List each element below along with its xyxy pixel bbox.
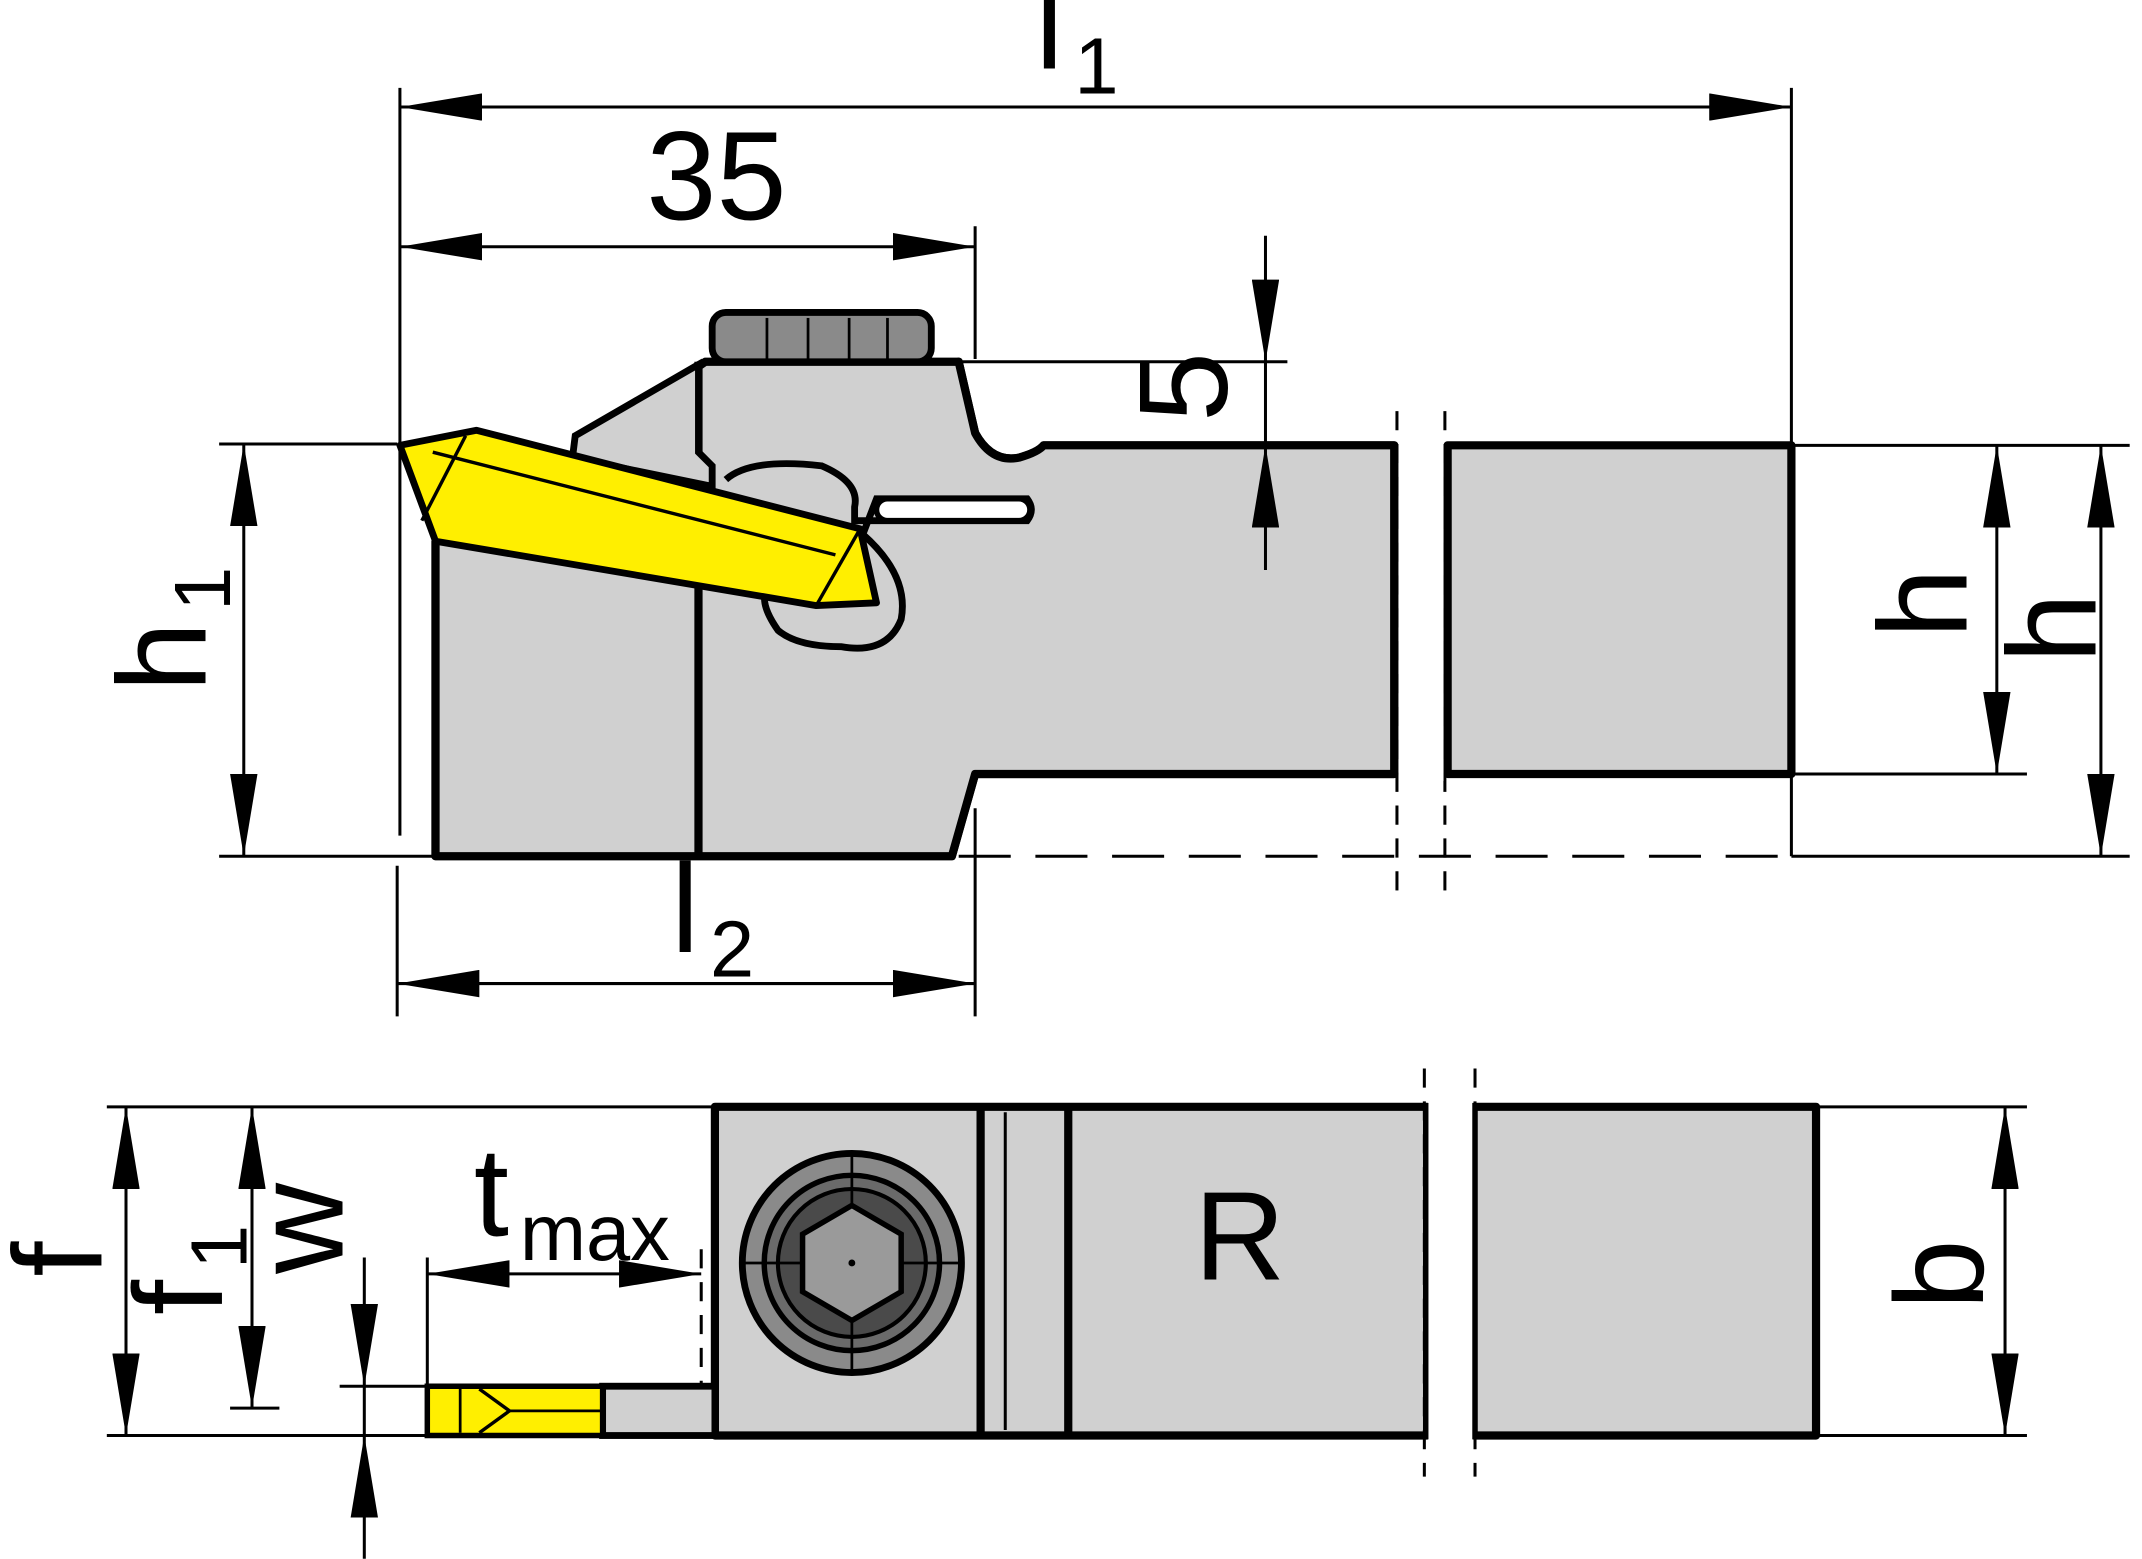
label-f: f xyxy=(0,1241,128,1277)
holder-shank-top xyxy=(1469,1102,1821,1440)
relief-slot xyxy=(873,495,1033,524)
clamp-jaw xyxy=(568,358,716,491)
blade-top xyxy=(599,1382,719,1439)
hex-socket-screw-icon xyxy=(738,1149,965,1376)
label-h-inner: h xyxy=(1853,568,1994,638)
label-h-outer: h xyxy=(1981,593,2122,663)
label-hand-R: R xyxy=(1194,1165,1285,1306)
grooving-insert-top xyxy=(424,1383,606,1439)
clamp-screw-top xyxy=(708,309,935,366)
shank-rear xyxy=(1443,441,1796,779)
label-w: w xyxy=(228,1182,369,1275)
label-b: b xyxy=(1869,1239,2010,1309)
label-h1: h1 xyxy=(91,567,247,692)
label-35: 35 xyxy=(646,105,786,246)
label-5: 5 xyxy=(1113,352,1254,422)
side-extension-lines xyxy=(219,87,2130,1017)
top-break-marks xyxy=(1422,1068,1477,1477)
side-break-marks xyxy=(1395,411,1447,905)
label-f1: f1 xyxy=(108,1225,264,1315)
